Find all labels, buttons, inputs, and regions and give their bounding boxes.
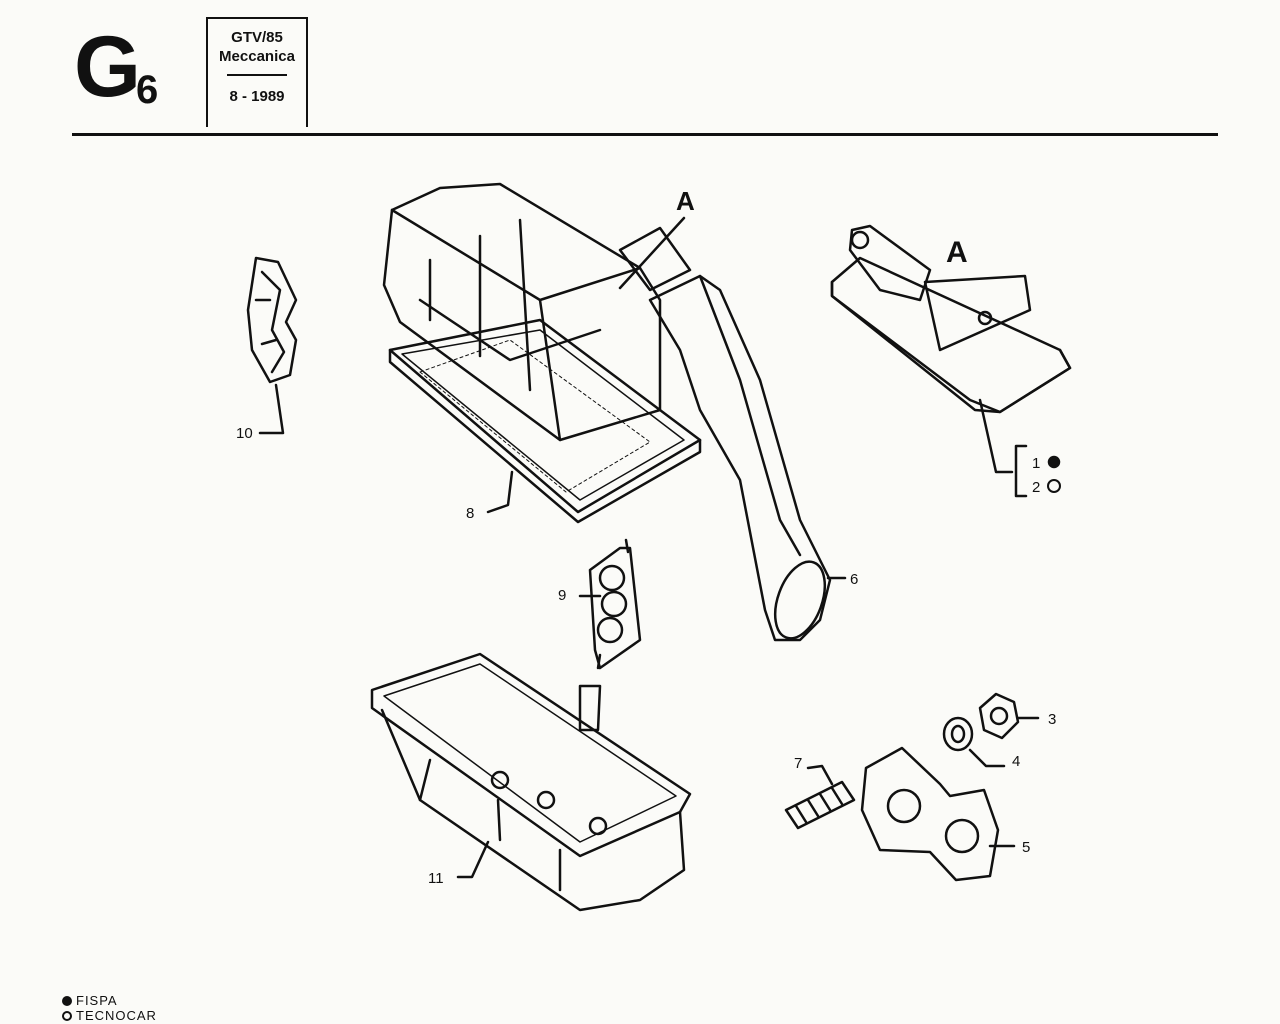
fispa-dot-icon [1047, 455, 1061, 469]
section-number: 6 [136, 68, 159, 112]
model-info-box: GTV/85 Meccanica 8 - 1989 [206, 17, 308, 127]
leader-8 [486, 470, 514, 514]
open-dot-icon [62, 1010, 72, 1021]
callout-11: 11 [428, 870, 444, 887]
leader-detail-a [618, 216, 686, 290]
callout-6: 6 [850, 571, 858, 588]
detail-a-valve-assembly [830, 224, 1072, 414]
legend-label: FISPA [76, 993, 118, 1008]
legend-item: FISPA [62, 993, 157, 1008]
model-name: GTV/85 [231, 29, 283, 46]
part-3-nut [978, 692, 1020, 740]
header-rule [72, 133, 1218, 136]
info-divider [227, 74, 287, 76]
part-11-housing-bottom [370, 652, 692, 912]
leader-1-2 [978, 398, 1014, 474]
part-6-intake-duct [648, 274, 832, 642]
callout-4: 4 [1012, 753, 1020, 770]
leader-4 [968, 748, 1006, 768]
bracket-1-2 [1014, 444, 1028, 498]
part-5-gasket [860, 746, 1000, 882]
callout-7: 7 [794, 755, 802, 772]
callout-10: 10 [236, 425, 253, 442]
edition-date: 8 - 1989 [229, 88, 285, 105]
detail-ref-inset: A [946, 236, 968, 269]
section-area: Meccanica [219, 48, 295, 65]
legend-item: TECNOCAR [62, 1008, 157, 1023]
leader-10 [258, 383, 285, 435]
legend-label: TECNOCAR [76, 1008, 157, 1023]
air-cleaner-cover [382, 182, 692, 442]
detail-ref-main: A [676, 186, 695, 216]
supplier-legend: FISPA TECNOCAR [62, 993, 157, 1023]
callout-5: 5 [1022, 839, 1030, 856]
leader-7 [806, 764, 834, 786]
part-9-spring [588, 538, 642, 670]
part-10-clip [246, 256, 298, 384]
part-7-stud [784, 780, 856, 830]
callout-8: 8 [466, 505, 474, 522]
part-4-washer [942, 716, 974, 752]
tecnocar-dot-icon [1047, 479, 1061, 493]
section-letter: G [74, 19, 141, 115]
callout-3: 3 [1048, 711, 1056, 728]
callout-1: 1 [1032, 455, 1040, 472]
callout-2: 2 [1032, 479, 1040, 496]
filled-dot-icon [62, 995, 72, 1006]
leader-11 [456, 840, 490, 879]
callout-9: 9 [558, 587, 566, 604]
